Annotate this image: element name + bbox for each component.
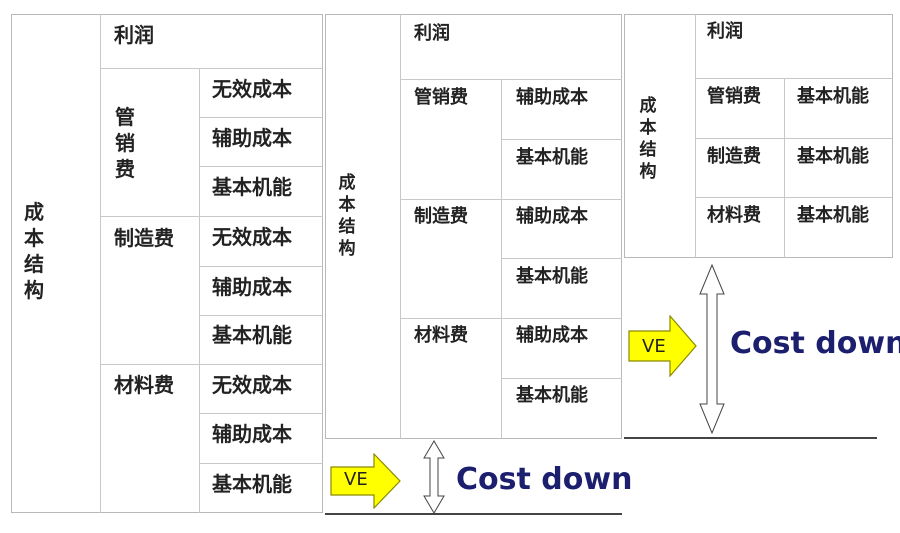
divider: [199, 68, 200, 513]
divider: [199, 266, 323, 267]
group-label-sales-admin: 管销费: [115, 105, 135, 181]
cost-item-label: 基本机能: [212, 175, 292, 199]
group-label-manufacturing: 制造费: [414, 206, 468, 227]
divider: [501, 258, 622, 259]
cost-structure-label: 成本结构: [639, 96, 657, 182]
ve-label: VE: [344, 469, 368, 490]
profit-label: 利润: [114, 23, 154, 47]
cost-item-label: 无效成本: [212, 225, 292, 249]
double-arrow-icon: [699, 264, 725, 434]
divider: [400, 79, 622, 80]
cost-item-label: 基本机能: [797, 86, 869, 107]
cost-item-label: 基本机能: [516, 385, 588, 406]
cost-down-label: Cost down: [456, 462, 633, 497]
ve-arrow-icon: [330, 453, 401, 509]
cost-item-label: 基本机能: [516, 266, 588, 287]
cost-item-label: 辅助成本: [212, 126, 292, 150]
group-label-material: 材料费: [414, 325, 468, 346]
divider: [199, 166, 323, 167]
group-label-material: 材料费: [707, 205, 761, 226]
group-label-sales-admin: 管销费: [414, 87, 468, 108]
cost-down-label: Cost down: [730, 326, 900, 361]
cost-item-label: 基本机能: [797, 146, 869, 167]
divider: [784, 78, 785, 258]
cost-item-label: 基本机能: [212, 472, 292, 496]
cost-structure-diagram-3: [624, 14, 893, 258]
cost-item-label: 辅助成本: [516, 325, 588, 346]
divider: [100, 68, 323, 69]
cost-item-label: 辅助成本: [516, 87, 588, 108]
group-label-material: 材料费: [114, 373, 174, 397]
divider: [400, 318, 622, 319]
divider: [100, 216, 323, 217]
group-label-manufacturing: 制造费: [114, 226, 174, 250]
profit-label: 利润: [707, 21, 743, 42]
divider: [695, 14, 696, 258]
divider: [695, 197, 893, 198]
divider: [100, 14, 101, 513]
cost-structure-diagram-1: [11, 14, 323, 513]
divider: [501, 378, 622, 379]
divider: [199, 463, 323, 464]
cost-item-label: 基本机能: [516, 147, 588, 168]
divider: [501, 139, 622, 140]
divider: [400, 199, 622, 200]
cost-item-label: 无效成本: [212, 77, 292, 101]
divider: [100, 364, 323, 365]
cost-item-label: 基本机能: [797, 205, 869, 226]
double-arrow-icon: [423, 440, 445, 514]
cost-item-label: 基本机能: [212, 323, 292, 347]
cost-item-label: 辅助成本: [212, 275, 292, 299]
divider: [199, 315, 323, 316]
cost-structure-label: 成本结构: [24, 200, 44, 302]
ve-arrow-icon: [628, 315, 697, 377]
profit-label: 利润: [414, 23, 450, 44]
baseline: [325, 513, 622, 515]
cost-item-label: 无效成本: [212, 373, 292, 397]
group-label-sales-admin: 管销费: [707, 86, 761, 107]
divider: [501, 79, 502, 439]
ve-label: VE: [642, 336, 666, 357]
cost-item-label: 辅助成本: [516, 206, 588, 227]
baseline: [624, 437, 877, 439]
cost-structure-label: 成本结构: [338, 173, 356, 259]
divider: [400, 14, 401, 439]
group-label-manufacturing: 制造费: [707, 146, 761, 167]
divider: [695, 78, 893, 79]
cost-item-label: 辅助成本: [212, 422, 292, 446]
divider: [199, 413, 323, 414]
cost-structure-diagram-2: [325, 14, 622, 439]
divider: [695, 138, 893, 139]
divider: [199, 117, 323, 118]
